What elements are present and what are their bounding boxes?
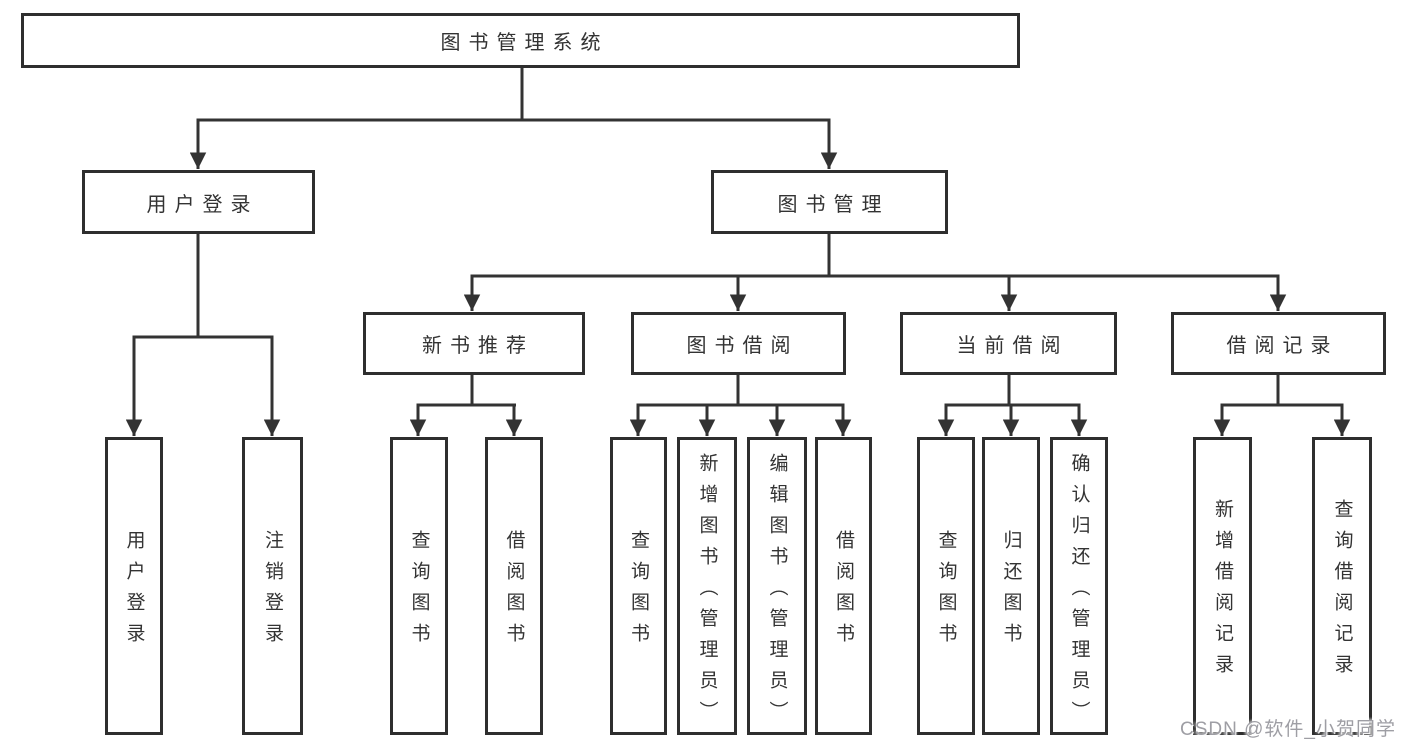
leaf-bb-query-books: 查询图书 bbox=[610, 437, 667, 735]
leaf-br-query-record: 查询借阅记录 bbox=[1312, 437, 1372, 735]
leaf-cb-return-books-label: 归还图书 bbox=[1000, 530, 1022, 654]
leaf-br-query-record-label: 查询借阅记录 bbox=[1331, 499, 1353, 685]
node-book-mgmt-label: 图书管理 bbox=[777, 193, 890, 216]
node-borrow-records: 借阅记录 bbox=[1171, 312, 1386, 375]
leaf-cb-confirm-return-admin-label: 确认归还（管理员） bbox=[1068, 452, 1090, 732]
leaf-bb-add-books-admin-label: 新增图书（管理员） bbox=[696, 452, 718, 732]
leaf-bb-query-books-label: 查询图书 bbox=[628, 530, 649, 654]
node-book-mgmt: 图书管理 bbox=[711, 170, 948, 234]
node-borrow-records-label: 借阅记录 bbox=[1226, 335, 1339, 357]
leaf-nb-borrow-books-label: 借阅图书 bbox=[503, 530, 525, 654]
leaf-nb-query-books: 查询图书 bbox=[390, 437, 448, 735]
watermark: CSDN @软件_小贺同学 bbox=[1180, 719, 1396, 740]
node-user-login-label: 用户登录 bbox=[146, 193, 259, 216]
leaf-br-add-record-label: 新增借阅记录 bbox=[1212, 499, 1233, 685]
leaf-logout-login: 注销登录 bbox=[242, 437, 303, 735]
leaf-cb-confirm-return-admin: 确认归还（管理员） bbox=[1050, 437, 1108, 735]
leaf-nb-borrow-books: 借阅图书 bbox=[485, 437, 543, 735]
node-book-borrow-label: 图书借阅 bbox=[686, 335, 799, 357]
leaf-bb-edit-books-admin-label: 编辑图书（管理员） bbox=[766, 452, 788, 732]
leaf-bb-borrow-books-label: 借阅图书 bbox=[833, 530, 854, 654]
leaf-br-add-record: 新增借阅记录 bbox=[1193, 437, 1252, 735]
leaf-cb-query-books-label: 查询图书 bbox=[935, 530, 957, 654]
leaf-logout-login-label: 注销登录 bbox=[262, 530, 283, 654]
node-current-borrow: 当前借阅 bbox=[900, 312, 1117, 375]
node-root-label: 图书管理系统 bbox=[440, 32, 609, 54]
leaf-bb-edit-books-admin: 编辑图书（管理员） bbox=[747, 437, 807, 735]
node-root: 图书管理系统 bbox=[21, 13, 1020, 68]
leaf-bb-borrow-books: 借阅图书 bbox=[815, 437, 872, 735]
node-new-book-rec: 新书推荐 bbox=[363, 312, 585, 375]
node-user-login: 用户登录 bbox=[82, 170, 315, 234]
leaf-bb-add-books-admin: 新增图书（管理员） bbox=[677, 437, 737, 735]
leaf-user-login: 用户登录 bbox=[105, 437, 163, 735]
leaf-nb-query-books-label: 查询图书 bbox=[408, 530, 430, 654]
node-current-borrow-label: 当前借阅 bbox=[956, 335, 1069, 357]
leaf-user-login-label: 用户登录 bbox=[123, 530, 145, 654]
node-book-borrow: 图书借阅 bbox=[631, 312, 846, 375]
node-new-book-rec-label: 新书推荐 bbox=[422, 335, 534, 357]
leaf-cb-query-books: 查询图书 bbox=[917, 437, 975, 735]
leaf-cb-return-books: 归还图书 bbox=[982, 437, 1040, 735]
